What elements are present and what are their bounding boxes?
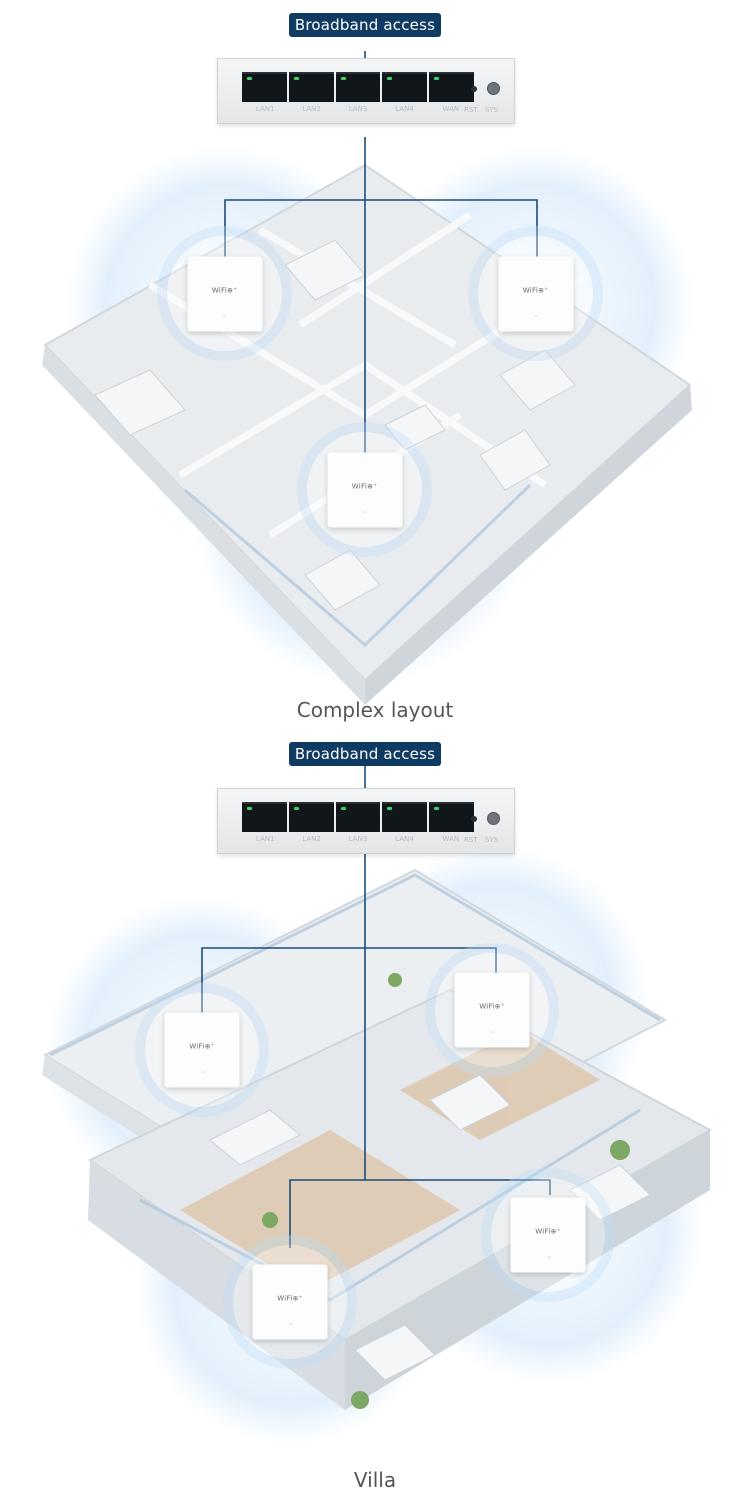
section-complex-layout: Broadband access LAN1 LAN2 LAN3 LAN4 WAN… <box>0 0 750 740</box>
wifi-indicator-icon <box>490 1031 495 1036</box>
wifi-indicator-icon <box>362 511 368 515</box>
network-switch: LAN1 LAN2 LAN3 LAN4 WAN RST SYS <box>217 788 515 854</box>
wifi-indicator-icon <box>222 315 228 319</box>
status-led-icon <box>471 86 477 92</box>
port-label: LAN1 <box>255 835 275 843</box>
wifi-access-point: WiFi⊕⁺ <box>145 993 259 1107</box>
outer-wall-right <box>365 385 692 705</box>
wifi-logo: WiFi⊕⁺ <box>522 286 549 294</box>
ethernet-port <box>242 802 287 832</box>
port-label: LAN1 <box>255 105 275 113</box>
wifi-logo: WiFi⊕⁺ <box>277 1294 303 1303</box>
port-label: LAN2 <box>302 105 321 113</box>
wifi-indicator-icon <box>533 315 539 319</box>
switch-label-rst: RST <box>464 836 478 844</box>
port-labels: LAN1 LAN2 LAN3 LAN4 WAN <box>242 105 474 113</box>
ethernet-port <box>429 802 474 832</box>
wifi-logo: WiFi⊕⁺ <box>189 1042 215 1051</box>
wifi-logo: WiFi⊕⁺ <box>479 1002 505 1011</box>
reset-button-icon <box>487 812 500 825</box>
wifi-logo: WiFi⊕⁺ <box>211 286 238 294</box>
port-label: WAN <box>442 835 460 843</box>
ethernet-port <box>242 72 287 102</box>
ethernet-port <box>288 72 334 102</box>
layout-caption: Complex layout <box>296 698 454 722</box>
wifi-access-point: WiFi⊕⁺ <box>307 432 422 547</box>
wifi-access-point: WiFi⊕⁺ <box>478 236 593 351</box>
switch-label-sys: SYS <box>485 836 499 844</box>
port-label: LAN3 <box>348 105 368 113</box>
wifi-access-point: WiFi⊕⁺ <box>233 1245 347 1359</box>
ethernet-port <box>382 72 428 102</box>
switch-ports <box>242 72 474 102</box>
switch-label-rst: RST <box>464 106 478 114</box>
port-label: WAN <box>442 105 460 113</box>
reset-button-icon <box>487 82 500 95</box>
wifi-indicator-icon <box>288 1323 293 1328</box>
wifi-indicator-icon <box>200 1071 205 1076</box>
network-switch: LAN1 LAN2 LAN3 LAN4 WAN RST SYS <box>217 58 515 124</box>
port-label: LAN4 <box>395 835 414 843</box>
section-villa: Broadband access LAN1 LAN2 LAN3 LAN4 WAN… <box>0 730 750 1500</box>
port-label: LAN2 <box>302 835 321 843</box>
broadband-access-badge: Broadband access <box>289 742 441 766</box>
ethernet-port <box>429 72 474 102</box>
wifi-logo: WiFi⊕⁺ <box>351 482 378 490</box>
ethernet-port <box>382 802 428 832</box>
port-label: LAN3 <box>348 835 368 843</box>
wifi-indicator-icon <box>546 1256 551 1261</box>
outer-wall-left <box>42 345 365 705</box>
glass-railings <box>49 873 661 1302</box>
port-label: LAN4 <box>395 105 414 113</box>
ethernet-port <box>335 802 381 832</box>
status-led-icon <box>471 816 477 822</box>
wifi-access-point: WiFi⊕⁺ <box>167 236 282 351</box>
switch-label-sys: SYS <box>485 106 499 114</box>
broadband-access-badge: Broadband access <box>289 13 441 37</box>
lower-wall-left <box>88 1160 345 1410</box>
layout-caption: Villa <box>353 1468 397 1492</box>
wifi-access-point: WiFi⊕⁺ <box>435 953 549 1067</box>
glass-railing <box>184 483 532 648</box>
wifi-logo: WiFi⊕⁺ <box>535 1227 561 1236</box>
switch-ports <box>242 802 474 832</box>
ethernet-port <box>288 802 334 832</box>
wifi-access-point: WiFi⊕⁺ <box>491 1178 605 1292</box>
ethernet-port <box>335 72 381 102</box>
furniture <box>209 1074 651 1381</box>
port-labels: LAN1 LAN2 LAN3 LAN4 WAN <box>242 835 474 843</box>
